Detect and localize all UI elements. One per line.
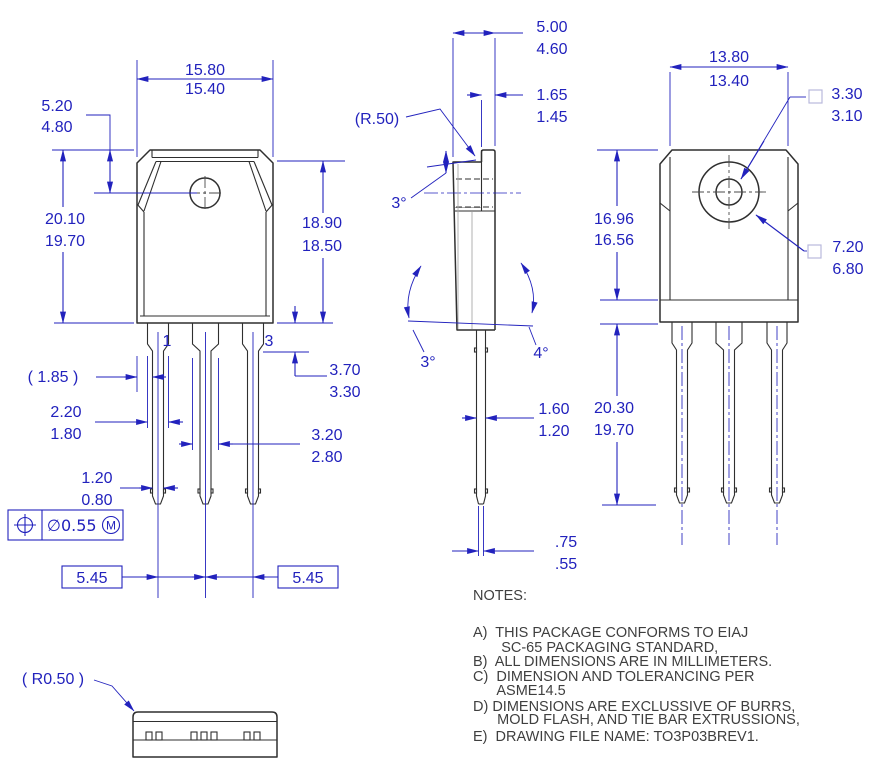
dim-tab-draft-angle: 3° (391, 150, 477, 212)
note-line: B) ALL DIMENSIONS ARE IN MILLIMETERS. (473, 654, 772, 670)
boss-diameter-lower: 6.80 (832, 261, 863, 278)
dim-body-width-lower: 15.40 (185, 81, 225, 98)
dim-pitch-left: 5.45 (76, 570, 107, 587)
dim-front-body-width: 15.80 15.40 (136, 60, 274, 157)
dim-thickness-upper: 5.00 (536, 19, 567, 36)
front-leads (146, 323, 265, 598)
back-body-outline (659, 149, 799, 323)
pin-3-label: 3 (265, 333, 274, 350)
front-draft-angle-label: 3° (420, 354, 435, 371)
dim-lead-width-upper: 1.20 (81, 470, 112, 487)
dim-lead-length-upper: 20.30 (594, 400, 634, 417)
callout-bottom-corner-radius: ( R0.50 ) (22, 671, 135, 712)
dim-edge-to-lead: ( 1.85 ) (28, 356, 166, 392)
back-view: 13.80 13.40 3.30 3.10 7.20 6.80 (659, 49, 864, 545)
notes-title: NOTES: (473, 588, 527, 604)
dim-lead-thickness: 1.60 1.20 (462, 401, 570, 440)
dim-tab-thickness: 1.65 1.45 (467, 87, 568, 147)
diameter-symbol-placeholder-icon (808, 89, 823, 104)
dim-body-height-upper: 18.90 (302, 215, 342, 232)
note-line: ASME14.5 (473, 683, 566, 699)
dim-center-shoulder-upper: 3.20 (311, 427, 342, 444)
callout-boss-diameter: 7.20 6.80 (755, 214, 864, 278)
dim-lead-pitch: 5.45 5.45 (61, 565, 339, 589)
dim-hole-offset-upper: 5.20 (41, 98, 72, 115)
dim-body-height-lower: 18.50 (302, 238, 342, 255)
back-view-height-dims: 16.96 16.56 20.30 19.70 (594, 149, 658, 506)
dim-lead-tip-thickness: .75 .55 (452, 506, 577, 573)
dim-overall-height-lower: 19.70 (45, 233, 85, 250)
dim-outer-shoulder-width: 2.20 1.80 (50, 356, 183, 443)
tab-corner-radius-label: (R.50) (355, 111, 399, 128)
note-line: D) DIMENSIONS ARE EXCLUSSIVE OF BURRS, (473, 699, 795, 715)
note-line: MOLD FLASH, AND TIE BAR EXTRUSSIONS, (473, 712, 800, 728)
dim-tab-height: 16.96 16.56 (594, 149, 634, 301)
dim-lead-length: 20.30 19.70 (594, 323, 634, 506)
true-position-icon (14, 514, 36, 536)
dim-outer-shoulder-upper: 2.20 (50, 404, 81, 421)
feature-control-frame: ∅0.55 M (7, 509, 124, 541)
dim-shoulder-length-lower: 3.30 (329, 384, 360, 401)
dim-body-width-upper: 15.80 (185, 62, 225, 79)
dim-back-tab-width-upper: 13.80 (709, 49, 749, 66)
dim-overall-height-upper: 20.10 (45, 211, 85, 228)
dim-overall-height: 20.10 19.70 (45, 149, 134, 324)
dim-lead-thickness-lower: 1.20 (538, 423, 569, 440)
dim-tab-thickness-upper: 1.65 (536, 87, 567, 104)
dim-pitch-right: 5.45 (292, 570, 323, 587)
tab-draft-angle-label: 3° (391, 195, 406, 212)
bottom-view: ( R0.50 ) (22, 671, 278, 758)
mmc-modifier-icon (101, 515, 121, 535)
side-view: 5.00 4.60 1.65 1.45 (R.50) 3° (355, 19, 577, 573)
note-line: C) DIMENSION AND TOLERANCING PER (473, 669, 754, 685)
front-view: 15.80 15.40 5.20 4.80 20.10 19.70 18.90 … (7, 60, 361, 598)
back-hole-boss (692, 155, 766, 229)
dim-tab-height-upper: 16.96 (594, 211, 634, 228)
pin-1-label: 1 (163, 333, 172, 350)
dim-lead-tip-lower: .55 (555, 556, 577, 573)
dim-body-height: 18.90 18.50 (277, 160, 345, 324)
back-leads (671, 322, 788, 545)
notes: NOTES: A) THIS PACKAGE CONFORMS TO EIAJ … (473, 588, 800, 745)
side-lead (473, 330, 489, 505)
callout-hole-diameter: 3.30 3.10 (740, 86, 863, 180)
dim-back-tab-width-lower: 13.40 (709, 73, 749, 90)
dim-edge-to-lead-ref: ( 1.85 ) (28, 369, 79, 386)
dim-outer-shoulder-lower: 1.80 (50, 426, 81, 443)
dim-hole-offset: 5.20 4.80 (41, 98, 197, 194)
hole-diameter-upper: 3.30 (831, 86, 862, 103)
dim-tab-height-lower: 16.56 (594, 232, 634, 249)
side-body-outline (424, 149, 521, 331)
dim-thickness-lower: 4.60 (536, 41, 567, 58)
dim-tab-thickness-lower: 1.45 (536, 109, 567, 126)
diameter-symbol-placeholder-icon (807, 244, 822, 259)
front-body-outline (136, 149, 274, 324)
bottom-corner-radius-label: ( R0.50 ) (22, 671, 84, 688)
dim-back-tab-width: 13.80 13.40 (669, 49, 789, 146)
dim-lead-width-lower: 0.80 (81, 492, 112, 509)
back-draft-angle-label: 4° (533, 345, 548, 362)
position-tolerance-value: ∅0.55 (47, 516, 97, 535)
dim-bottom-draft-angles: 3° 4° (403, 262, 549, 371)
note-line: E) DRAWING FILE NAME: TO3P03BREV1. (473, 729, 759, 745)
callout-tab-corner-radius: (R.50) (355, 108, 476, 157)
dim-hole-offset-lower: 4.80 (41, 119, 72, 136)
dim-center-shoulder-lower: 2.80 (311, 449, 342, 466)
hole-diameter-lower: 3.10 (831, 108, 862, 125)
dim-center-shoulder-width: 3.20 2.80 (179, 358, 343, 466)
dim-shoulder-length: 3.70 3.30 (263, 306, 361, 401)
boss-diameter-upper: 7.20 (832, 239, 863, 256)
note-line: A) THIS PACKAGE CONFORMS TO EIAJ (473, 625, 748, 641)
note-line: SC-65 PACKAGING STANDARD, (473, 640, 718, 656)
bottom-lead-stubs (145, 731, 261, 741)
mmc-modifier-letter: M (106, 519, 116, 533)
dim-shoulder-length-upper: 3.70 (329, 362, 360, 379)
dim-lead-width: 1.20 0.80 (81, 470, 178, 509)
dim-lead-length-lower: 19.70 (594, 422, 634, 439)
dim-lead-thickness-upper: 1.60 (538, 401, 569, 418)
dim-lead-tip-upper: .75 (555, 534, 577, 551)
